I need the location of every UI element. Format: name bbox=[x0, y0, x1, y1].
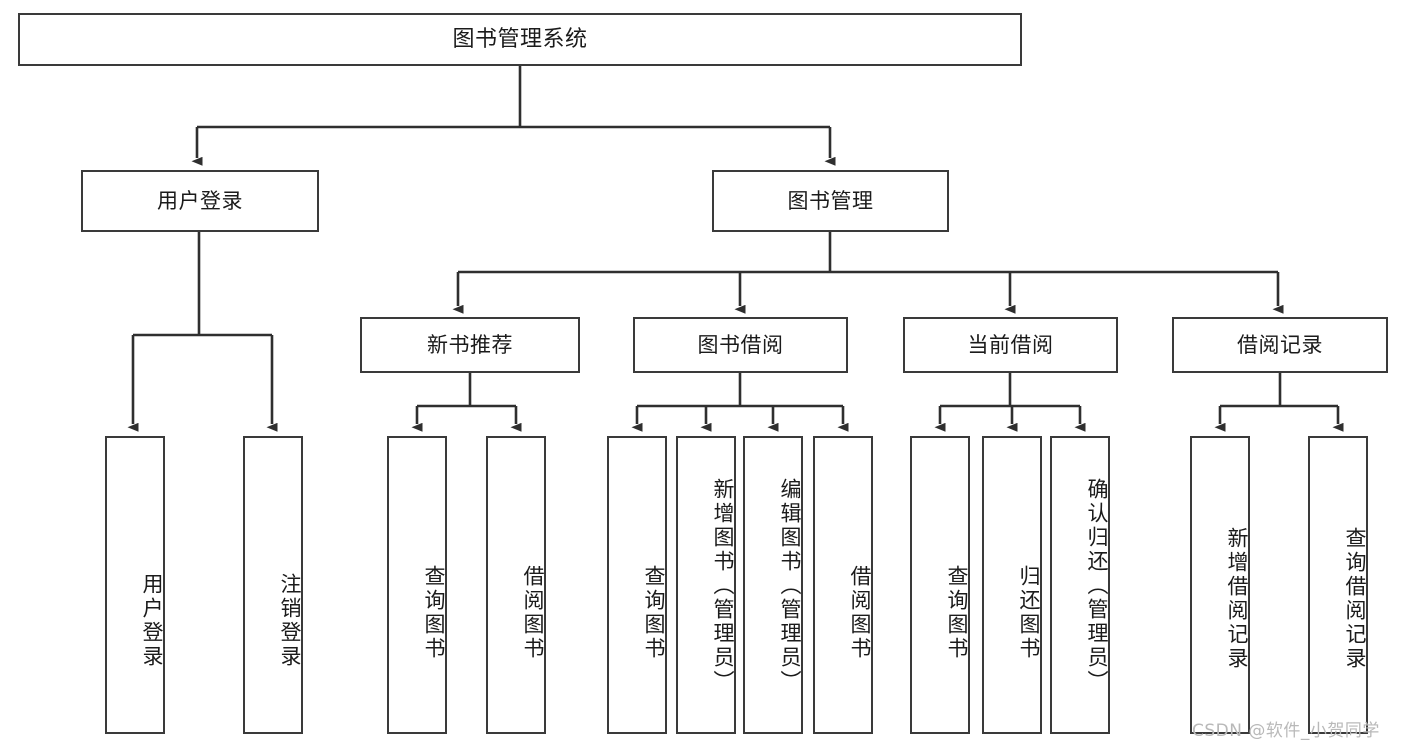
node-leaf-query-book-rec-label: 查询图书 bbox=[422, 565, 446, 661]
node-current-borrow-label: 当前借阅 bbox=[967, 332, 1054, 357]
node-leaf-borrow-book-rec-label: 借阅图书 bbox=[521, 565, 545, 661]
node-leaf-user-logout-label: 注销登录 bbox=[278, 573, 302, 669]
node-leaf-query-record-label: 查询借阅记录 bbox=[1343, 527, 1367, 671]
node-borrow-record-label: 借阅记录 bbox=[1237, 332, 1323, 357]
node-borrow-record[interactable]: 借阅记录 bbox=[1172, 317, 1388, 373]
node-leaf-edit-book-label: 编辑图书（管理员） bbox=[778, 478, 802, 694]
node-user-login-label: 用户登录 bbox=[157, 188, 243, 213]
node-root[interactable]: 图书管理系统 bbox=[18, 13, 1022, 66]
node-leaf-borrow-book-label: 借阅图书 bbox=[848, 565, 872, 661]
node-user-login[interactable]: 用户登录 bbox=[81, 170, 319, 232]
node-leaf-query-book-current[interactable]: 查询图书 bbox=[910, 436, 970, 734]
node-leaf-add-book[interactable]: 新增图书（管理员） bbox=[676, 436, 736, 734]
node-leaf-query-record[interactable]: 查询借阅记录 bbox=[1308, 436, 1368, 734]
node-new-book-rec[interactable]: 新书推荐 bbox=[360, 317, 580, 373]
node-leaf-add-record[interactable]: 新增借阅记录 bbox=[1190, 436, 1250, 734]
node-leaf-edit-book[interactable]: 编辑图书（管理员） bbox=[743, 436, 803, 734]
node-book-manage[interactable]: 图书管理 bbox=[712, 170, 949, 232]
node-leaf-query-book-borrow-label: 查询图书 bbox=[642, 565, 666, 661]
node-leaf-borrow-book[interactable]: 借阅图书 bbox=[813, 436, 873, 734]
node-book-manage-label: 图书管理 bbox=[787, 188, 874, 213]
node-book-borrow-label: 图书借阅 bbox=[697, 332, 784, 357]
node-leaf-user-login[interactable]: 用户登录 bbox=[105, 436, 165, 734]
node-leaf-query-book-current-label: 查询图书 bbox=[945, 565, 969, 661]
node-leaf-confirm-return[interactable]: 确认归还（管理员） bbox=[1050, 436, 1110, 734]
node-leaf-confirm-return-label: 确认归还（管理员） bbox=[1085, 478, 1109, 694]
node-leaf-borrow-book-rec[interactable]: 借阅图书 bbox=[486, 436, 546, 734]
node-new-book-rec-label: 新书推荐 bbox=[427, 332, 513, 357]
node-current-borrow[interactable]: 当前借阅 bbox=[903, 317, 1118, 373]
node-leaf-return-book-label: 归还图书 bbox=[1017, 565, 1041, 661]
node-leaf-add-record-label: 新增借阅记录 bbox=[1225, 527, 1249, 671]
node-leaf-query-book-borrow[interactable]: 查询图书 bbox=[607, 436, 667, 734]
node-leaf-return-book[interactable]: 归还图书 bbox=[982, 436, 1042, 734]
node-leaf-add-book-label: 新增图书（管理员） bbox=[711, 478, 735, 694]
node-leaf-user-login-label: 用户登录 bbox=[140, 573, 164, 669]
node-root-label: 图书管理系统 bbox=[452, 26, 588, 52]
node-book-borrow[interactable]: 图书借阅 bbox=[633, 317, 848, 373]
node-leaf-user-logout[interactable]: 注销登录 bbox=[243, 436, 303, 734]
node-leaf-query-book-rec[interactable]: 查询图书 bbox=[387, 436, 447, 734]
